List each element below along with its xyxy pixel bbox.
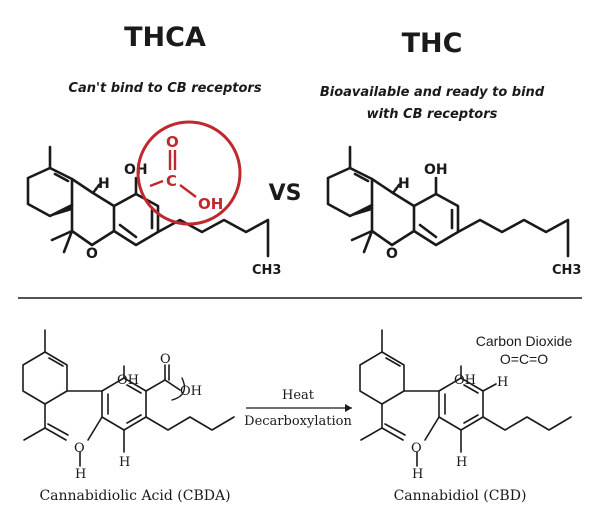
cbda-o-carboxyl-label: O [160, 352, 171, 367]
cbda-h-left-label: H [75, 467, 86, 482]
cbda-name: Cannabidiolic Acid (CBDA) [39, 488, 230, 504]
thc-ch3-label: CH3 [552, 263, 581, 278]
cbda-oh-carboxyl-label: OH [180, 384, 202, 399]
thca-title: THCA [124, 22, 206, 53]
versus-label: VS [269, 181, 302, 206]
cbd-h-right-label: H [497, 375, 508, 390]
thca-subtitle: Can't bind to CB receptors [68, 81, 261, 96]
reaction-arrowhead [345, 404, 352, 412]
carboxyl-highlight [136, 120, 242, 226]
thc-title: THC [402, 28, 463, 59]
carboxyl-o-label: O [166, 133, 179, 151]
cbd-oh-top-label: OH [454, 373, 476, 388]
thc-h-label: H [398, 176, 410, 192]
co2-name: Carbon Dioxide [476, 333, 573, 349]
cbd-h-left-label: H [412, 467, 423, 482]
cbd-name: Cannabidiol (CBD) [394, 488, 527, 504]
cbd-h-bottom-label: H [456, 455, 467, 470]
thc-oh-label: OH [424, 162, 448, 178]
thca-structure [26, 145, 270, 258]
cbda-structure [22, 329, 235, 467]
thc-subtitle-line2: with CB receptors [367, 107, 498, 122]
carboxyl-c-label: C [166, 172, 177, 190]
co2-formula: O=C=O [500, 351, 548, 367]
thc-o-label: O [386, 246, 398, 262]
cbda-o-left-label: O [74, 441, 85, 456]
thca-ch3-label: CH3 [252, 263, 281, 278]
cbda-h-bottom-label: H [119, 455, 130, 470]
carboxyl-oh-label: OH [198, 195, 223, 213]
cbd-o-left-label: O [411, 441, 422, 456]
thc-subtitle-line1: Bioavailable and ready to bind [320, 85, 545, 100]
arrow-heat-label: Heat [282, 388, 315, 403]
thca-o-label: O [86, 246, 98, 262]
cbd-structure [359, 329, 572, 467]
thca-oh-label: OH [124, 162, 148, 178]
arrow-decarboxylation-label: Decarboxylation [244, 414, 352, 429]
thc-structure [326, 145, 570, 258]
cbda-oh-top-label: OH [117, 373, 139, 388]
thca-h-label: H [98, 176, 110, 192]
